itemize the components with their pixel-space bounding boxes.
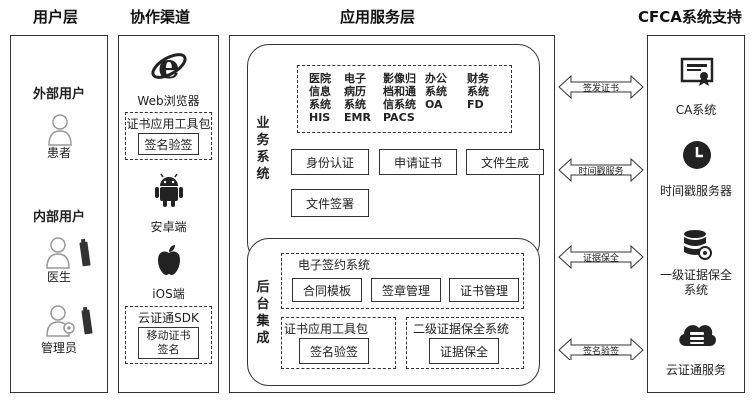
business-system-title: 业 务 系 统: [256, 116, 270, 182]
apply-cert-button[interactable]: 申请证书: [379, 149, 457, 175]
system-fd: 财务 系统 FD: [467, 72, 489, 111]
clock-icon: [683, 141, 711, 169]
channel-sdk-title: 云证通SDK: [138, 311, 199, 325]
android-label: 安卓端: [150, 220, 187, 234]
esign-system-title: 电子签约系统: [298, 258, 371, 272]
cloud-service-icon: [679, 325, 716, 346]
arrow-sign-verify: [558, 337, 644, 360]
admin-icon: [46, 305, 93, 337]
mobile-cert-sign-button[interactable]: 移动证书 签名: [138, 327, 199, 359]
backend-integration-panel: 后 台 集 成 电子签约系统 合同模板 签章管理 证书管理 证书应用工具包 签名…: [247, 238, 540, 386]
backend-sign-verify-button[interactable]: 签名验签: [299, 338, 369, 364]
arrow-evidence: [558, 244, 644, 270]
evidence-system-title: 二级证据保全系统: [413, 322, 510, 336]
contract-template-button[interactable]: 合同模板: [292, 278, 362, 302]
ca-system-label: CA系统: [675, 103, 717, 117]
business-systems-group: 医院 信息 系统 HIS 电子 病历 系统 EMR 影像归 档和通 信系统 PA…: [297, 65, 512, 133]
android-icon: [155, 173, 183, 207]
system-oa: 办公 系统 OA: [425, 72, 447, 111]
admin-label: 管理员: [40, 341, 77, 355]
system-pacs: 影像归 档和通 信系统 PACS: [383, 72, 416, 124]
system-emr: 电子 病历 系统 EMR: [344, 72, 371, 124]
timestamp-server-label: 时间戳服务器: [659, 184, 732, 198]
backend-toolkit-group: 证书应用工具包 签名验签: [281, 317, 396, 369]
channel-toolkit-title: 证书应用工具包: [126, 117, 211, 131]
header-cfca-layer: CFCA系统支持: [638, 8, 742, 26]
database-icon: [684, 230, 712, 260]
channel-toolkit-group: 证书应用工具包 签名验签: [125, 112, 212, 160]
business-system-panel: 业 务 系 统 医院 信息 系统 HIS 电子 病历 系统 EMR 影像归 档和…: [247, 44, 544, 264]
arrows-layer: [558, 74, 644, 360]
cfca-layer-panel: CA系统 时间戳服务器 一级证据保全 系统 云证通服务: [647, 35, 745, 393]
identity-auth-button[interactable]: 身份认证: [291, 149, 369, 175]
internal-users-title: 内部用户: [32, 210, 85, 225]
first-level-evidence-label: 一级证据保全 系统: [659, 268, 732, 297]
seal-management-button[interactable]: 签章管理: [371, 278, 441, 302]
external-users-title: 外部用户: [32, 87, 85, 102]
patient-label: 患者: [46, 146, 71, 160]
web-browser-label: Web浏览器: [137, 94, 200, 108]
cert-management-button[interactable]: 证书管理: [449, 278, 519, 302]
web-browser-icon: e: [151, 47, 187, 86]
channel-sdk-group: 云证通SDK 移动证书 签名: [125, 306, 212, 364]
apple-icon: [158, 245, 180, 275]
backend-toolkit-title: 证书应用工具包: [284, 322, 369, 336]
svg-text:e: e: [158, 47, 180, 86]
patient-icon: [48, 114, 72, 146]
doctor-label: 医生: [46, 270, 71, 284]
arrow-timestamp: [558, 157, 644, 183]
evidence-preserve-button[interactable]: 证据保全: [429, 338, 499, 364]
arrow-sign-verify-label: 签名验签: [582, 347, 619, 357]
header-channel-layer: 协作渠道: [130, 8, 191, 26]
arrow-evidence-label: 证据保全: [582, 254, 619, 264]
arrow-issue-cert-label: 签发证书: [582, 84, 619, 94]
arrow-timestamp-label: 时间戳服务: [578, 167, 624, 177]
cloud-cert-service-label: 云证通服务: [665, 363, 726, 377]
app-layer-panel: 业 务 系 统 医院 信息 系统 HIS 电子 病历 系统 EMR 影像归 档和…: [229, 35, 555, 393]
user-layer-panel: 外部用户 患者 内部用户 医生 管理员: [10, 35, 108, 393]
channel-sign-verify-button[interactable]: 签名验签: [138, 133, 199, 155]
ca-certificate-icon: [680, 57, 714, 86]
header-app-layer: 应用服务层: [340, 8, 416, 26]
arrow-issue-cert: [558, 74, 644, 100]
backend-integration-title: 后 台 集 成: [256, 280, 270, 346]
channel-layer-panel: e Web浏览器 证书应用工具包 签名验签 安卓端 iOS端 云证通SDK 移动…: [118, 35, 219, 393]
file-generate-button[interactable]: 文件生成: [466, 149, 544, 175]
ios-label: iOS端: [152, 287, 185, 301]
esign-system-group: 电子签约系统 合同模板 签章管理 证书管理: [281, 253, 524, 309]
system-his: 医院 信息 系统 HIS: [309, 72, 331, 124]
evidence-system-group: 二级证据保全系统 证据保全: [406, 317, 524, 369]
file-sign-button[interactable]: 文件签署: [291, 189, 369, 217]
doctor-icon: [46, 237, 91, 269]
header-user-layer: 用户层: [33, 8, 79, 26]
